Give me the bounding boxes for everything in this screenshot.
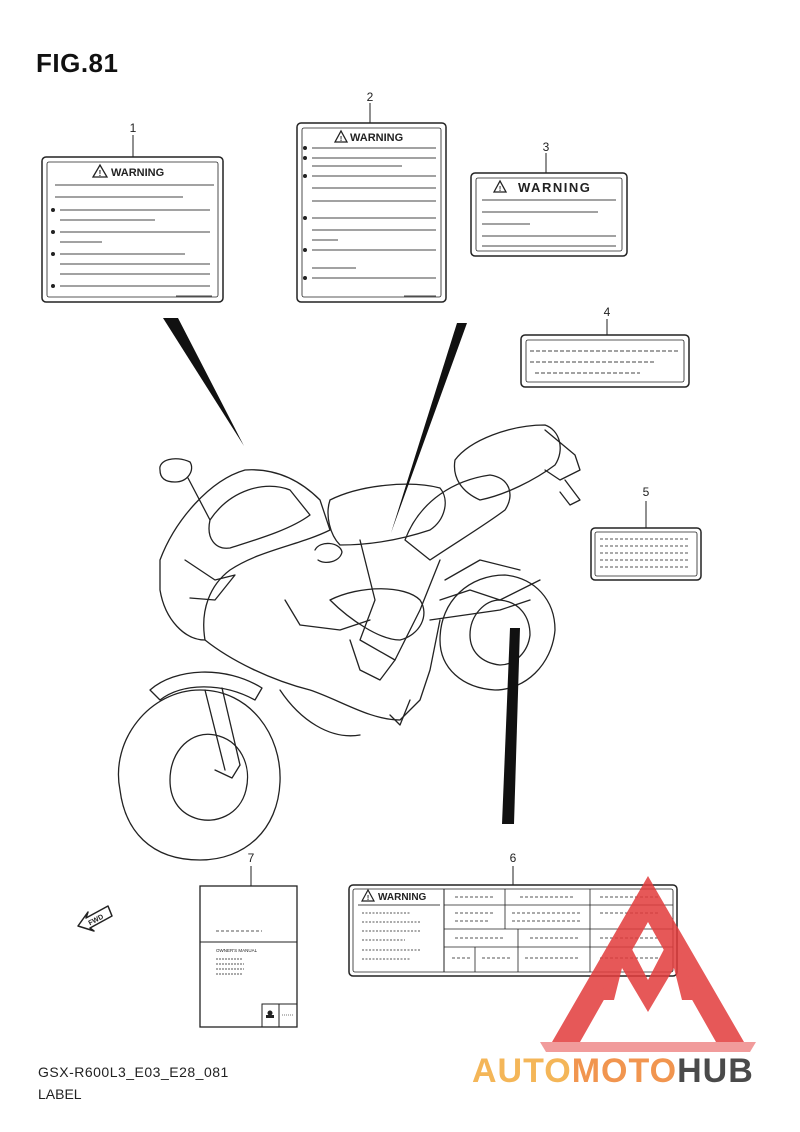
callout-5: 4 (604, 305, 611, 319)
fwd-arrow-icon: FWD (77, 905, 113, 932)
wordmark-hub: HUB (677, 1052, 754, 1090)
warning-triangle-icon: ! (360, 888, 376, 902)
svg-text:!: ! (499, 186, 501, 193)
motorcycle-illustration (117, 424, 581, 861)
leader-wedge-3 (502, 628, 520, 824)
label-3-warning-text: WARNING (378, 892, 427, 903)
label-1-warning-text: WARNING (111, 167, 164, 179)
label-6[interactable] (590, 501, 702, 581)
label-2-warning[interactable]: ! WARNING (296, 103, 447, 303)
label-5[interactable] (520, 319, 690, 388)
svg-text:!: ! (340, 136, 342, 143)
svg-text:!: ! (99, 169, 102, 178)
callout-4: 3 (543, 140, 550, 154)
label-4-warning[interactable]: ! WARNING (470, 153, 628, 257)
diagram-code: GSX-R600L3_E03_E28_081 (38, 1064, 229, 1080)
automotohub-watermark-logo (540, 876, 756, 1052)
callout-3: 6 (510, 851, 517, 865)
callout-6: 5 (643, 485, 650, 499)
callout-2: 2 (367, 90, 374, 104)
manual-heading: OWNER'S MANUAL (216, 948, 258, 953)
automotohub-wordmark: AUTOMOTOHUB (472, 1052, 754, 1090)
figure-title: FIG.81 (36, 48, 119, 78)
leader-wedge-1 (163, 318, 244, 446)
label-2-warning-text: WARNING (350, 132, 403, 144)
label-3-warning[interactable]: ! WARNING (348, 866, 678, 977)
warning-triangle-icon: ! (91, 163, 109, 178)
wordmark-moto: MOTO (572, 1052, 677, 1090)
item-7-owners-manual[interactable]: OWNER'S MANUAL (199, 866, 298, 1028)
label-1-warning[interactable]: ! WARNING (41, 135, 224, 303)
warning-triangle-icon: ! (492, 179, 508, 193)
svg-text:!: ! (367, 895, 369, 902)
callout-1: 1 (130, 121, 137, 135)
callout-7: 7 (248, 851, 255, 865)
leader-wedge-2 (391, 323, 467, 533)
diagram-name: LABEL (38, 1086, 82, 1102)
warning-triangle-icon: ! (333, 129, 349, 143)
svg-text:AUTOMOTOHUB: AUTOMOTOHUB (472, 1052, 754, 1090)
wordmark-auto: AUTO (472, 1052, 572, 1090)
label-4-warning-text: WARNING (518, 180, 591, 195)
